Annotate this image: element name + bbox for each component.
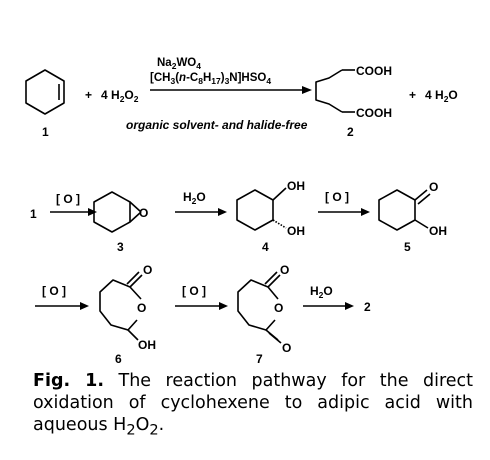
compound-label-3: 3	[117, 240, 124, 254]
epoxide-oxygen: O	[139, 206, 148, 220]
arrow-1-to-3	[50, 208, 97, 216]
ketone-oxygen: O	[429, 180, 438, 194]
oxidant-label-2: [ O ]	[325, 190, 349, 204]
cooh-group-bottom: COOH	[356, 106, 392, 120]
product-water: 4 H2O	[425, 88, 458, 104]
compound-label-7: 7	[256, 352, 263, 366]
anhydride-carbonyl-o-bottom: O	[282, 341, 291, 355]
lactol-oh: OH	[138, 338, 156, 352]
plus-sign-2: +	[409, 88, 416, 102]
water-label-2: H2O	[310, 284, 333, 300]
catalyst-tungstate: Na2WO4	[157, 57, 201, 71]
cooh-group-top: COOH	[356, 64, 392, 78]
lactol-carbonyl-o: O	[143, 263, 152, 277]
anhydride-carbonyl-o-top: O	[280, 263, 289, 277]
figure-caption: Fig. 1. The reaction pathway for the dir…	[33, 370, 473, 442]
compound-label-6: 6	[115, 352, 122, 366]
start-compound-1: 1	[30, 207, 37, 221]
caption-text-mid: O	[135, 415, 150, 435]
compound-label-5: 5	[404, 240, 411, 254]
arrow-3-to-4	[175, 208, 227, 216]
compound-label-2: 2	[347, 125, 354, 139]
water-label-1: H2O	[183, 190, 206, 206]
arrow-4-to-5	[318, 208, 370, 216]
anhydride-structure	[237, 271, 282, 344]
caption-text: The reaction pathway for the direct oxid…	[33, 371, 474, 435]
caption-sub-a: 2	[126, 421, 136, 439]
cyclohexene-structure	[25, 69, 65, 115]
compound-label-1: 1	[42, 125, 49, 139]
condition-note: organic solvent- and halide-free	[126, 118, 308, 132]
lactol-ring-o: O	[137, 301, 146, 315]
oxidant-label-4: [ O ]	[182, 284, 206, 298]
catalyst-ammonium-salt: [CH3(n-C8H17)3N]HSO4	[150, 72, 271, 86]
hydroxyketone-oh: OH	[429, 224, 447, 238]
arrow-5-to-6	[35, 302, 89, 310]
reaction-scheme: 1 + 4 H2O2 Na2WO4 [CH3(n-C8H17)3N]HSO4 o…	[25, 57, 458, 366]
diol-structure	[236, 187, 287, 231]
epoxide-structure	[93, 191, 142, 233]
diol-oh-top: OH	[287, 179, 305, 193]
reagent-h2o2: 4 H2O2	[101, 88, 139, 104]
arrow-6-to-7	[175, 302, 228, 310]
lactol-structure	[99, 271, 143, 341]
caption-sub-b: 2	[149, 421, 159, 439]
hydroxyketone-structure	[378, 189, 431, 231]
reaction-arrow-main	[150, 86, 312, 94]
oxidant-label-3: [ O ]	[42, 284, 66, 298]
plus-sign: +	[85, 88, 92, 102]
arrow-7-to-2	[303, 302, 354, 310]
figure-label: Fig. 1.	[33, 371, 104, 391]
caption-text-end: .	[158, 415, 165, 435]
adipic-acid-structure	[315, 69, 355, 113]
diol-oh-bottom: OH	[287, 224, 305, 238]
anhydride-ring-o: O	[274, 301, 283, 315]
final-product-2: 2	[364, 300, 371, 314]
oxidant-label-1: [ O ]	[56, 192, 80, 206]
compound-label-4: 4	[262, 240, 269, 254]
